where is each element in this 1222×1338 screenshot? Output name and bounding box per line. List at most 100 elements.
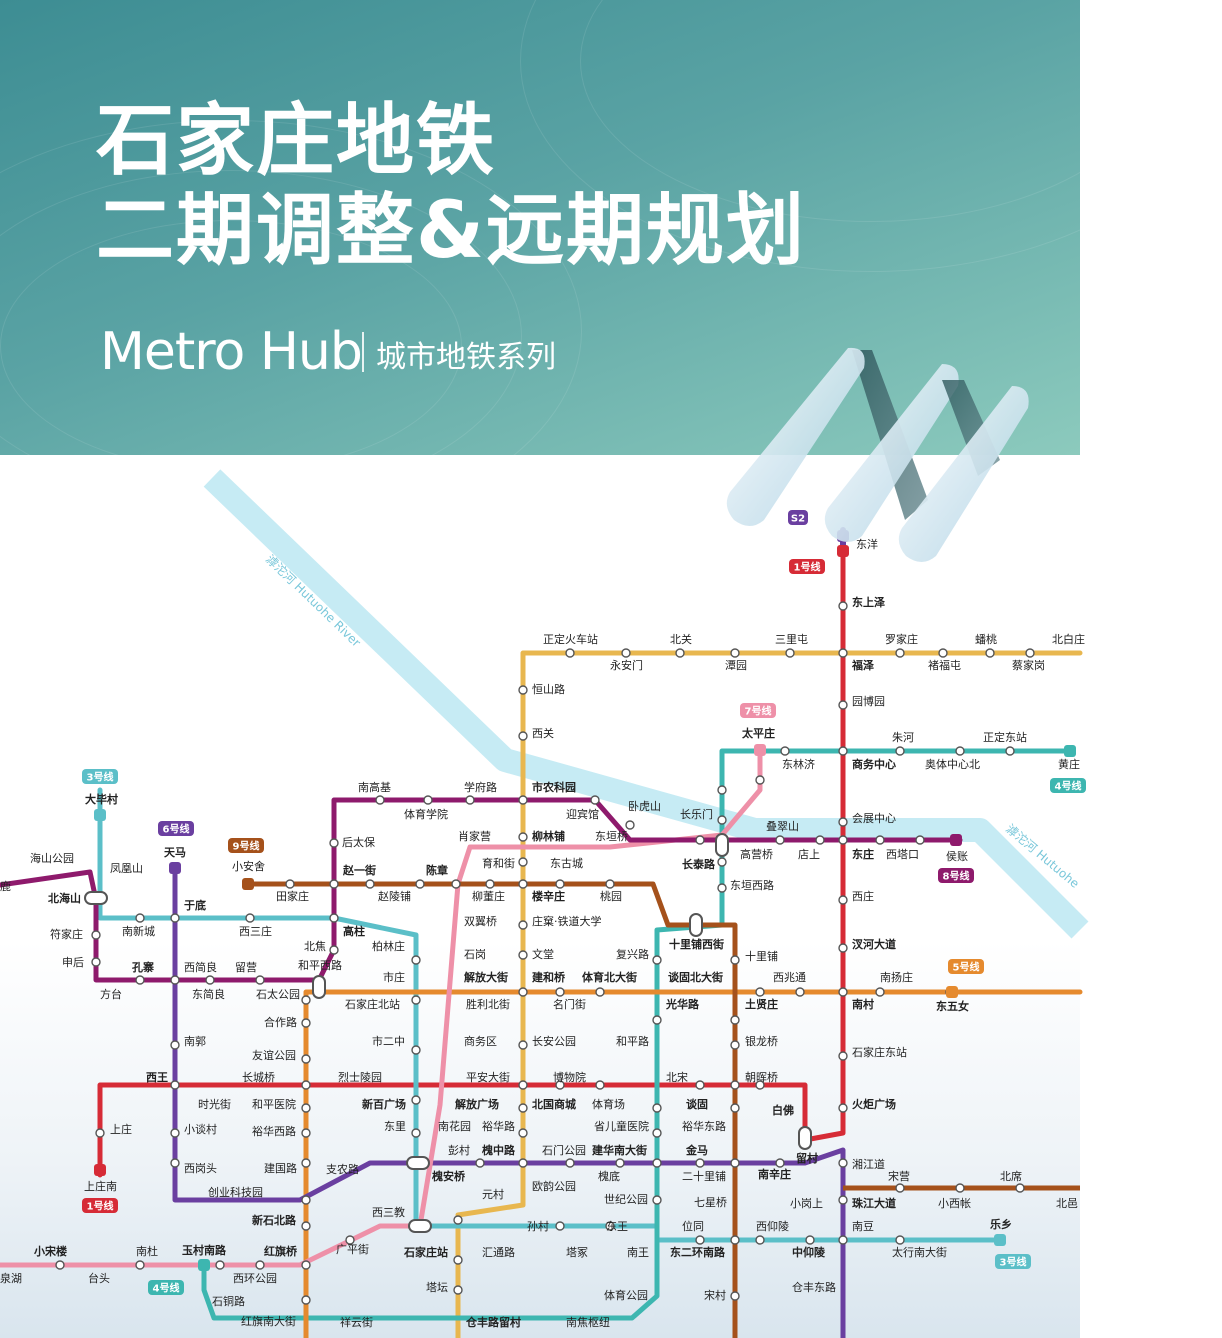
- station-label[interactable]: 支农路: [326, 1162, 359, 1176]
- station-label[interactable]: 凤凰山: [110, 862, 143, 875]
- station-label[interactable]: 孙村: [527, 1219, 549, 1233]
- station-label[interactable]: 体育北大街: [582, 970, 637, 984]
- station-label[interactable]: 大毕村: [85, 792, 118, 806]
- station-label[interactable]: 小岗上: [790, 1197, 823, 1210]
- station-label[interactable]: 店上: [798, 847, 820, 861]
- station-label[interactable]: 东简良: [192, 987, 225, 1001]
- station-label[interactable]: 西塔口: [886, 848, 919, 861]
- station-node[interactable]: [780, 746, 790, 756]
- station-node[interactable]: [615, 1158, 625, 1168]
- station-node[interactable]: [1015, 1183, 1025, 1193]
- station-label[interactable]: 省儿童医院: [594, 1119, 649, 1133]
- station-node[interactable]: [730, 1103, 740, 1113]
- station-label[interactable]: 南辛庄: [758, 1167, 791, 1181]
- station-label[interactable]: 市农科园: [532, 780, 576, 794]
- station-label[interactable]: 乐乡: [990, 1217, 1012, 1231]
- station-node[interactable]: [595, 1080, 605, 1090]
- station-node[interactable]: [695, 1158, 705, 1168]
- station-label[interactable]: 长乐门: [680, 807, 713, 821]
- station-node[interactable]: [365, 879, 375, 889]
- station-label[interactable]: 烈士陵园: [338, 1070, 382, 1084]
- station-node[interactable]: [755, 987, 765, 997]
- station-node[interactable]: [695, 1080, 705, 1090]
- station-node[interactable]: [838, 987, 848, 997]
- station-node[interactable]: [755, 1235, 765, 1245]
- station-label[interactable]: 复兴路: [616, 947, 649, 961]
- station-label[interactable]: 柳林铺: [532, 829, 565, 843]
- station-node[interactable]: [895, 1235, 905, 1245]
- station-label[interactable]: 珠江大道: [852, 1196, 896, 1210]
- station-node[interactable]: [518, 795, 528, 805]
- station-label[interactable]: 园博园: [852, 695, 885, 708]
- station-node[interactable]: [301, 1018, 311, 1028]
- station-node[interactable]: [170, 1040, 180, 1050]
- station-label[interactable]: 西兆通: [773, 971, 806, 984]
- station-label[interactable]: 西简良: [184, 960, 217, 974]
- station-label[interactable]: 福泽: [851, 658, 874, 672]
- station-node[interactable]: [170, 1158, 180, 1168]
- station-label[interactable]: 北宋: [666, 1070, 688, 1084]
- station-node[interactable]: [453, 1255, 463, 1265]
- station-node[interactable]: [838, 817, 848, 827]
- station-node[interactable]: [838, 1195, 848, 1205]
- station-node[interactable]: [475, 1158, 485, 1168]
- station-label[interactable]: 于底: [184, 898, 206, 912]
- station-label[interactable]: 合作路: [264, 1015, 297, 1029]
- station-label[interactable]: 玉村南路: [182, 1243, 227, 1257]
- station-node[interactable]: [518, 879, 528, 889]
- station-label[interactable]: 海山公园: [30, 851, 74, 865]
- station-label[interactable]: 体育公园: [604, 1288, 648, 1302]
- station-label[interactable]: 东古城: [550, 857, 583, 870]
- interchange-station[interactable]: [408, 1219, 432, 1233]
- interchange-station[interactable]: [406, 1156, 430, 1170]
- station-node[interactable]: [301, 1158, 311, 1168]
- station-label[interactable]: 东庄: [852, 847, 874, 861]
- station-node[interactable]: [730, 648, 740, 658]
- station-label[interactable]: 东二环南路: [670, 1245, 726, 1259]
- station-label[interactable]: 仓丰东路: [792, 1280, 836, 1294]
- station-node[interactable]: [565, 648, 575, 658]
- station-label[interactable]: 上庄南: [84, 1179, 117, 1193]
- station-node[interactable]: [717, 785, 727, 795]
- station-label[interactable]: 南高基: [358, 780, 391, 794]
- station-node[interactable]: [652, 1103, 662, 1113]
- station-node[interactable]: [135, 1260, 145, 1270]
- station-label[interactable]: 市二中: [372, 1034, 405, 1048]
- station-node[interactable]: [135, 975, 145, 985]
- station-label[interactable]: 褚福屯: [928, 658, 961, 672]
- station-label[interactable]: 胜利北街: [466, 997, 510, 1011]
- station-node[interactable]: [518, 987, 528, 997]
- station-node[interactable]: [170, 913, 180, 923]
- station-node[interactable]: [775, 835, 785, 845]
- station-label[interactable]: 双翼桥: [464, 915, 497, 928]
- station-label[interactable]: 汇通路: [482, 1246, 515, 1259]
- station-node[interactable]: [875, 987, 885, 997]
- station-node[interactable]: [695, 835, 705, 845]
- station-label[interactable]: 东林济: [782, 757, 815, 771]
- station-node[interactable]: [518, 920, 528, 930]
- station-node[interactable]: [518, 1103, 528, 1113]
- station-node[interactable]: [955, 1183, 965, 1193]
- station-label[interactable]: 石家庄东站: [852, 1045, 907, 1059]
- station-label[interactable]: 正定火车站: [543, 632, 598, 646]
- station-label[interactable]: 泉湖: [0, 1271, 22, 1285]
- station-label[interactable]: 肖家营: [458, 829, 491, 843]
- station-label[interactable]: 建国路: [264, 1161, 297, 1175]
- station-label[interactable]: 中仰陵: [792, 1245, 826, 1259]
- station-label[interactable]: 北关: [670, 632, 692, 646]
- station-node[interactable]: [301, 1295, 311, 1305]
- station-node[interactable]: [755, 1080, 765, 1090]
- station-label[interactable]: 体育学院: [404, 807, 448, 821]
- station-node[interactable]: [895, 1183, 905, 1193]
- station-label[interactable]: 汊河大道: [852, 937, 896, 951]
- station-label[interactable]: 赵一街: [342, 863, 376, 877]
- station-label[interactable]: 后太保: [342, 835, 375, 849]
- station-node[interactable]: [695, 1235, 705, 1245]
- station-node[interactable]: [215, 1260, 225, 1270]
- station-label[interactable]: 陈章: [426, 863, 448, 877]
- station-node[interactable]: [838, 943, 848, 953]
- station-node[interactable]: [205, 975, 215, 985]
- station-label[interactable]: 会展中心: [852, 812, 896, 825]
- station-label[interactable]: 石铜路: [212, 1294, 245, 1308]
- station-label[interactable]: 长城桥: [242, 1071, 275, 1084]
